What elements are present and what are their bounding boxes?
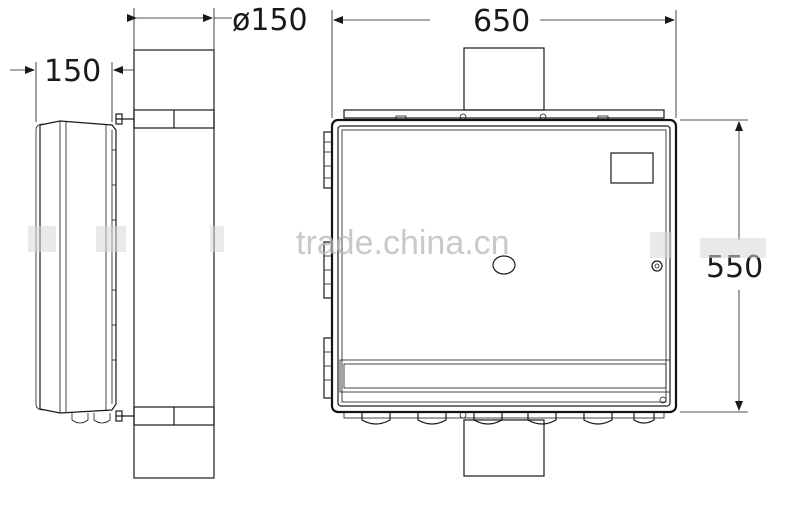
label-window — [610, 152, 654, 184]
watermark-blurs — [28, 226, 766, 258]
dim-front-height — [680, 119, 748, 413]
pipe-front-bottom — [463, 419, 545, 477]
dim-side-depth — [10, 62, 134, 122]
side-view: ø150 150 — [10, 3, 308, 479]
lock-icon — [651, 260, 663, 272]
dim-front-width — [331, 10, 677, 118]
watermark-text: trade.china.cn — [296, 224, 510, 262]
cable-glands — [343, 411, 665, 425]
pipe-front-top — [463, 47, 545, 111]
enclosure-side — [35, 120, 117, 424]
center-knob — [492, 255, 516, 275]
pipe-side — [133, 49, 215, 479]
enclosure-front — [323, 118, 678, 414]
dim-pipe-diameter — [127, 8, 232, 50]
label-front-width: 650 — [473, 4, 530, 39]
label-side-depth: 150 — [44, 54, 101, 89]
label-pipe-diameter: ø150 — [232, 3, 308, 38]
